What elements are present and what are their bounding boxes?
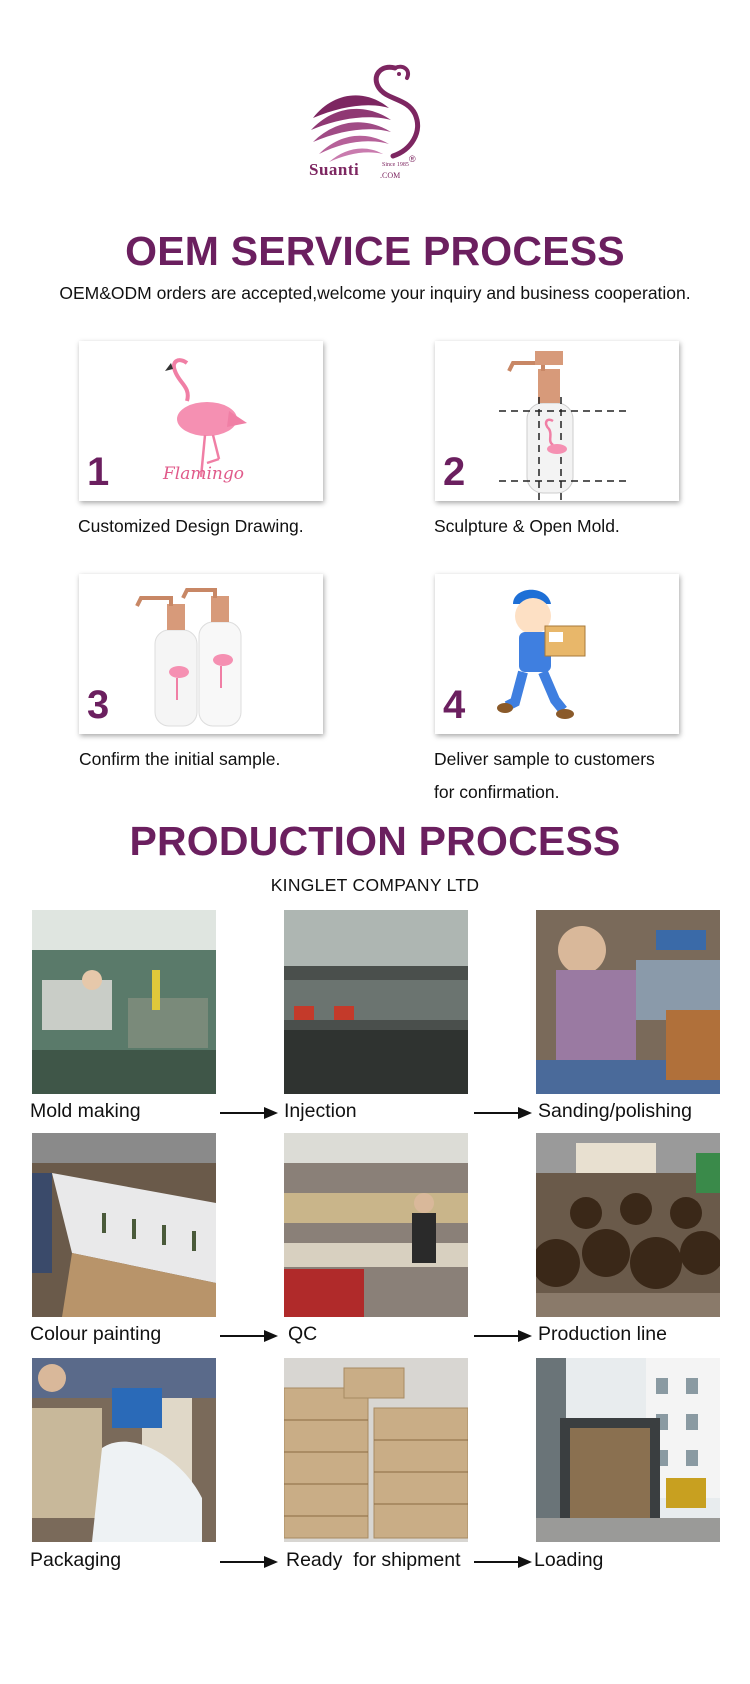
arrow-right-icon	[220, 1556, 278, 1568]
mold-sketch-image	[499, 351, 631, 501]
step-4-caption-line1: Deliver sample to customers	[434, 749, 655, 769]
stage-injection: Injection	[284, 1100, 357, 1122]
oem-subtitle: OEM&ODM orders are accepted,welcome your…	[59, 283, 691, 303]
registered-mark: ®	[409, 154, 416, 164]
step-4-number: 4	[443, 683, 466, 727]
arrow-right-icon	[474, 1107, 532, 1119]
production-section-title: PRODUCTION PROCESS	[129, 818, 621, 864]
logo-wordmark: Suanti	[309, 160, 360, 179]
colour-painting-photo	[32, 1133, 216, 1317]
arrow-right-icon	[220, 1330, 278, 1342]
stage-loading: Loading	[534, 1549, 604, 1571]
stage-ready-for-shipment: Ready for shipment	[286, 1549, 461, 1571]
step-1-card: Flamingo 1	[79, 341, 323, 501]
stage-colour-painting: Colour painting	[30, 1323, 162, 1345]
injection-photo	[284, 910, 468, 1094]
logo-since: Since 1985	[382, 162, 409, 168]
oem-section-title: OEM SERVICE PROCESS	[125, 228, 625, 274]
ready-for-shipment-photo	[284, 1358, 468, 1542]
stage-mold-making: Mold making	[30, 1100, 141, 1122]
mold-making-photo	[32, 910, 216, 1094]
stage-production-line: Production line	[538, 1323, 667, 1345]
sample-bottles-image	[135, 588, 242, 727]
flamingo-script-text: Flamingo	[162, 464, 244, 484]
logo-com: .COM	[380, 171, 401, 180]
sanding-polishing-photo	[536, 910, 720, 1094]
step-4-caption-line2: for confirmation.	[434, 782, 560, 802]
stage-qc: QC	[288, 1323, 318, 1345]
step-4-card: 4	[435, 574, 679, 734]
arrow-right-icon	[474, 1556, 532, 1568]
arrow-right-icon	[220, 1107, 278, 1119]
qc-photo	[284, 1133, 468, 1317]
step-3-caption: Confirm the initial sample.	[79, 749, 281, 769]
step-2-caption: Sculpture & Open Mold.	[434, 516, 620, 536]
step-2-number: 2	[443, 450, 466, 494]
flamingo-drawing-image: Flamingo	[162, 358, 247, 484]
step-3-card: 3	[79, 574, 323, 734]
company-name: KINGLET COMPANY LTD	[270, 875, 480, 895]
step-1-caption: Customized Design Drawing.	[78, 516, 304, 536]
step-1-number: 1	[87, 450, 110, 494]
step-3-number: 3	[87, 683, 110, 727]
packaging-photo	[32, 1358, 216, 1542]
loading-photo	[536, 1358, 720, 1542]
stage-packaging: Packaging	[30, 1549, 122, 1571]
suanti-logo	[311, 64, 420, 162]
step-2-card: 2	[435, 341, 679, 501]
arrow-right-icon	[474, 1330, 532, 1342]
stage-sanding-polishing: Sanding/polishing	[538, 1100, 692, 1122]
production-line-photo	[536, 1133, 720, 1317]
delivery-man-image	[497, 589, 586, 719]
